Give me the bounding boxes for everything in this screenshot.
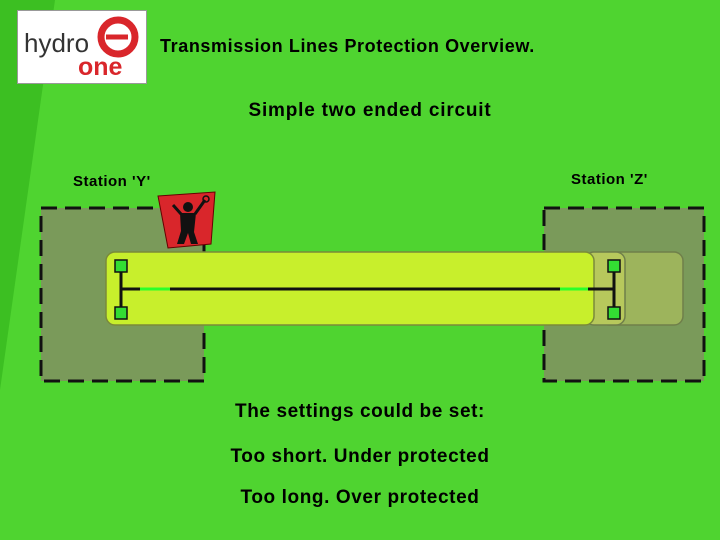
note-too-long: Too long. Over protected xyxy=(240,487,480,508)
breaker-z-bottom xyxy=(607,306,621,320)
hydro-one-logo: hydro one xyxy=(17,10,147,84)
breaker-y-bottom xyxy=(114,306,128,320)
breaker-z-top xyxy=(607,259,621,273)
station-y-label: Station 'Y' xyxy=(73,173,151,190)
diagram-subtitle: Simple two ended circuit xyxy=(248,100,492,121)
svg-text:hydro: hydro xyxy=(24,28,89,58)
page-title: Transmission Lines Protection Overview. xyxy=(160,36,535,56)
note-too-short: Too short. Under protected xyxy=(230,446,490,467)
note-settings: The settings could be set: xyxy=(235,401,485,422)
station-z-label: Station 'Z' xyxy=(571,171,648,188)
lineman-icon xyxy=(157,191,216,249)
svg-text:one: one xyxy=(78,53,123,81)
breaker-y-top xyxy=(114,259,128,273)
